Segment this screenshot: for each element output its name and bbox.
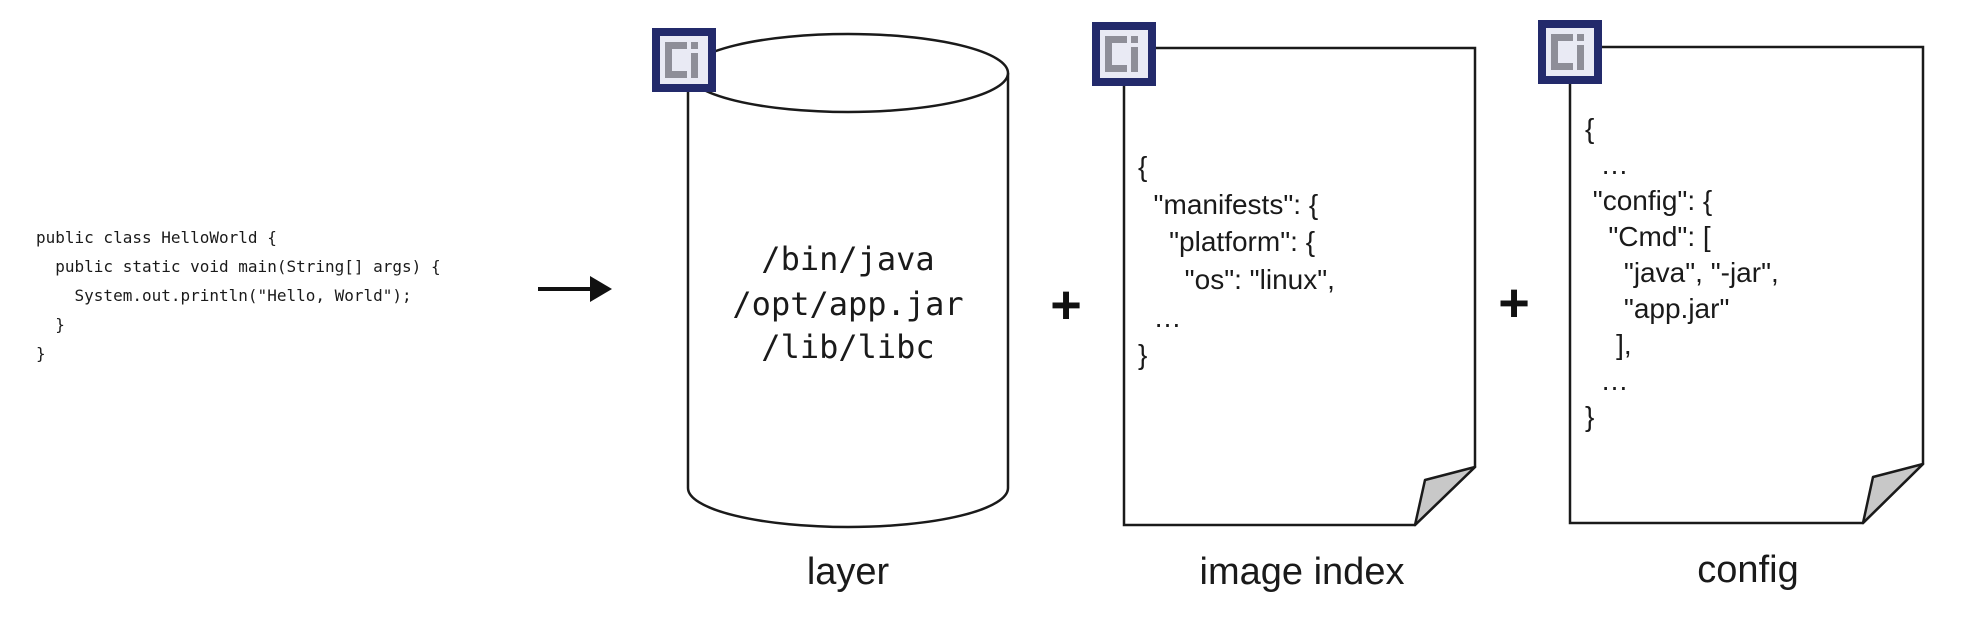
image-index-caption: image index	[1200, 551, 1405, 593]
doc-line: "java", "-jar",	[1585, 257, 1779, 288]
layer-path: /bin/java	[761, 240, 934, 278]
doc-line: …	[1585, 149, 1629, 180]
config-document: { … "config": { "Cmd": [ "java", "-jar",…	[1568, 45, 1925, 525]
layer-cylinder: /bin/java /opt/app.jar /lib/libc	[686, 32, 1010, 529]
doc-line: "manifests": {	[1138, 189, 1318, 220]
code-line: public static void main(String[] args) {	[36, 257, 441, 276]
doc-line: }	[1585, 401, 1594, 432]
layer-path: /opt/app.jar	[732, 285, 963, 323]
code-line: }	[36, 344, 46, 363]
doc-line: …	[1585, 365, 1629, 396]
plus-icon: +	[1498, 273, 1530, 333]
doc-line: "os": "linux",	[1138, 264, 1335, 295]
arrow-right-icon	[538, 276, 612, 302]
doc-line: "platform": {	[1138, 226, 1315, 257]
plus-icon: +	[1050, 275, 1082, 335]
code-line: public class HelloWorld {	[36, 228, 277, 247]
config-caption: config	[1697, 549, 1798, 591]
doc-line: "config": {	[1585, 185, 1712, 216]
ci-badge-icon	[1538, 20, 1602, 84]
layer-path: /lib/libc	[761, 328, 934, 366]
image-index-document: { "manifests": { "platform": { "os": "li…	[1122, 46, 1477, 527]
code-line: System.out.println("Hello, World");	[36, 286, 412, 305]
doc-line: "app.jar"	[1585, 293, 1729, 324]
doc-line: …	[1138, 302, 1182, 333]
java-source-code: public class HelloWorld { public static …	[36, 223, 441, 368]
doc-line: {	[1585, 113, 1594, 144]
doc-line: }	[1138, 339, 1147, 370]
layer-caption: layer	[807, 551, 890, 593]
doc-line: "Cmd": [	[1585, 221, 1711, 252]
ci-badge-icon	[652, 28, 716, 92]
code-line: }	[36, 315, 65, 334]
doc-line: {	[1138, 151, 1147, 182]
doc-line: ],	[1585, 329, 1632, 360]
ci-badge-icon	[1092, 22, 1156, 86]
